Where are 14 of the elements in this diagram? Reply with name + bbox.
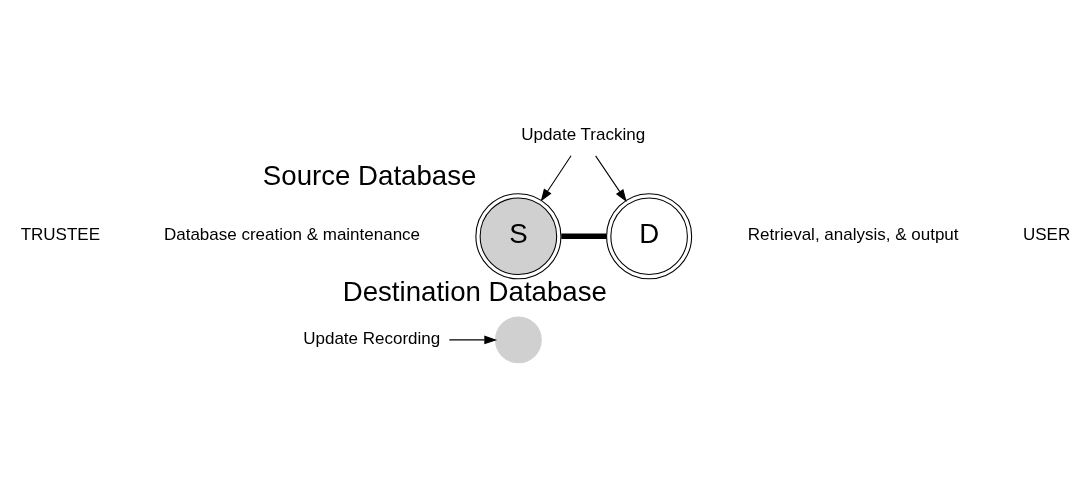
arrow <box>595 154 627 202</box>
node-label: Source Database <box>262 159 477 191</box>
label: USER <box>1022 224 1071 244</box>
node-circle: D <box>606 192 693 279</box>
label: Database creation & maintenance <box>163 224 421 244</box>
label: TRUSTEE <box>20 224 101 244</box>
node-circle <box>495 316 542 363</box>
connector <box>561 233 607 239</box>
label: Retrieval, analysis, & output <box>747 224 959 244</box>
arrow <box>448 334 498 344</box>
node-text: Update Recording <box>303 328 441 348</box>
node-circle: S <box>475 192 562 279</box>
arrow <box>540 154 572 202</box>
node-text: Update Tracking <box>521 124 646 144</box>
